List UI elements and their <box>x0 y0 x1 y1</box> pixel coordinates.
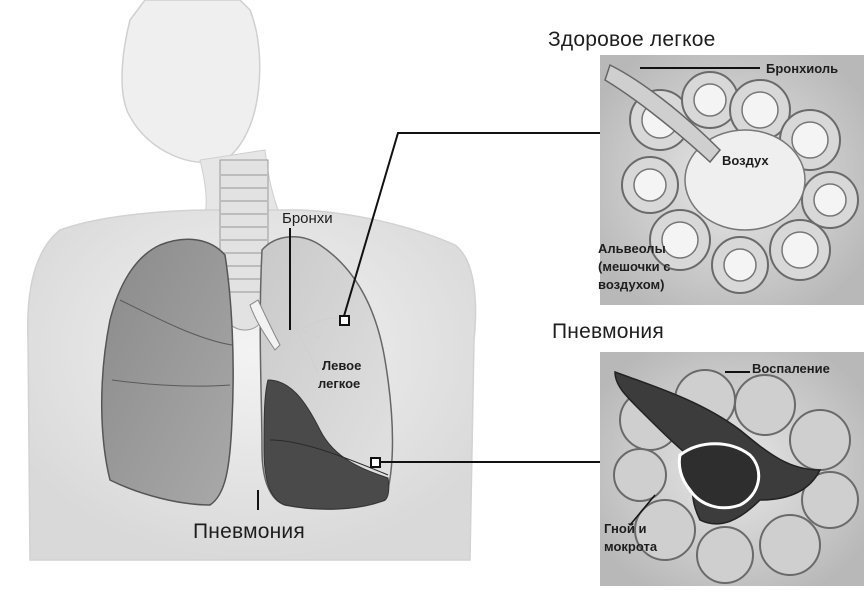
alveoli-label-3: воздухом) <box>598 276 664 293</box>
left-lung-label-1: Левое <box>322 357 361 374</box>
inflammation-label: Воспаление <box>752 360 830 377</box>
pus-mucus-label-2: мокрота <box>604 538 657 555</box>
left-lung-label-2: легкое <box>318 375 360 392</box>
bronchiole-label: Бронхиоль <box>766 60 838 77</box>
healthy-lung-title: Здоровое легкое <box>548 28 715 52</box>
pneumonia-title: Пневмония <box>552 320 664 344</box>
alveoli-label-1: Альвеолы <box>598 240 666 257</box>
bronchi-label: Бронхи <box>282 210 333 227</box>
marker-upper <box>340 316 349 325</box>
alveoli-label-2: (мешочки с <box>598 258 671 275</box>
pus-mucus-label-1: Гной и <box>604 520 646 537</box>
marker-lower <box>371 458 380 467</box>
pneumonia-bottom-label: Пневмония <box>193 520 305 544</box>
air-label: Воздух <box>722 152 769 169</box>
